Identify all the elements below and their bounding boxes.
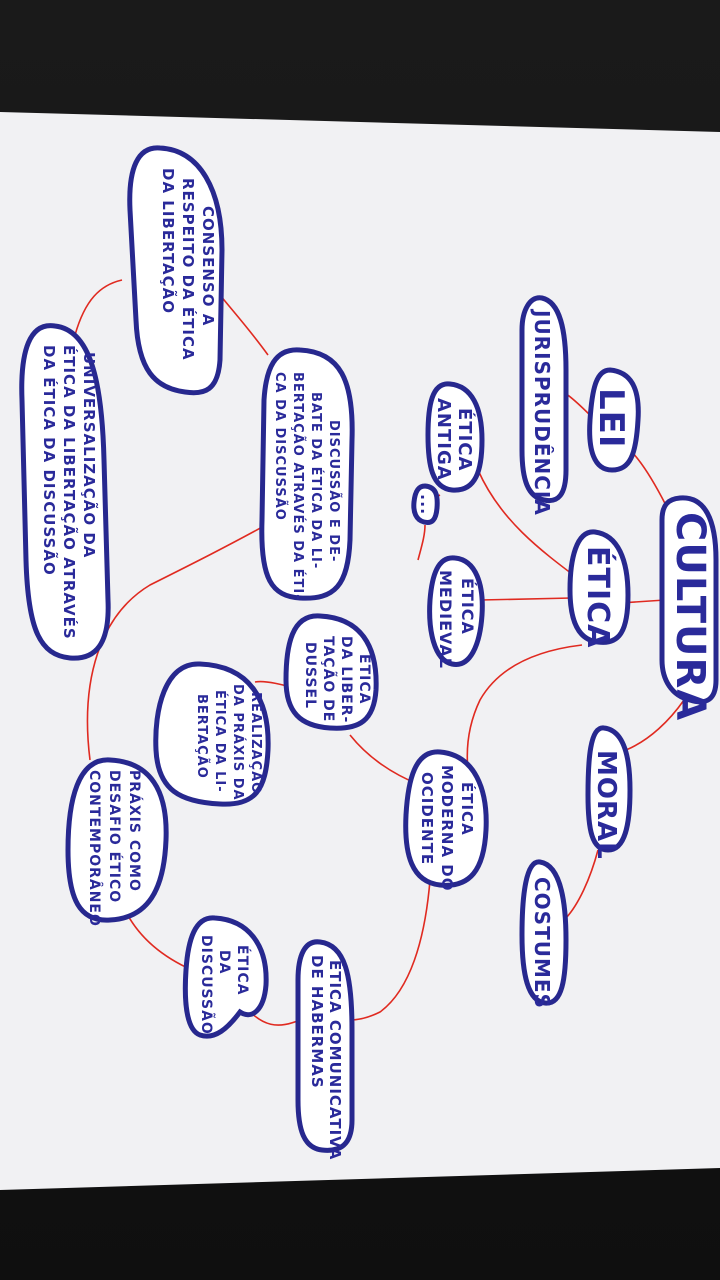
- connector-lines: [74, 279, 689, 1026]
- node-etica-libertacao-line3: TAÇÃO DE: [320, 636, 337, 722]
- node-realizacao-line1: REALIZAÇÃO: [248, 692, 264, 794]
- node-lei: LEI: [587, 367, 641, 473]
- node-etica-libertacao-line2: DA LIBER-: [338, 636, 354, 723]
- node-etica-libertacao: ÉTICA DA LIBER- TAÇÃO DE DUSSEL: [283, 613, 379, 731]
- node-realizacao: REALIZAÇÃO DA PRÁXIS DA ÉTICA DA LI- BER…: [153, 661, 271, 807]
- node-etica-moderna-line1: ÉTICA: [458, 782, 477, 836]
- node-jurisprudencia: JURISPRUDÊNCIA: [519, 295, 569, 516]
- node-etica-antiga: ÉTICA ANTIGA: [425, 381, 485, 493]
- node-etica-comunicativa-line2: DE HABERMAS: [308, 955, 326, 1089]
- node-universalizacao-line2: ÉTICA DA LIBERTAÇÃO ATRAVÉS: [60, 345, 79, 640]
- node-ellipsis-label: ...: [417, 494, 436, 515]
- node-etica-discussao-line3: DISCUSSÃO: [198, 935, 215, 1035]
- node-etica-comunicativa-line1: ÉTICA COMUNICATIVA: [326, 960, 345, 1160]
- node-praxis-line2: DESAFIO ÉTICO: [106, 770, 123, 903]
- node-etica-medieval: ÉTICA MEDIEVAL: [427, 555, 485, 669]
- node-praxis-line3: CONTEMPORÂNEO: [86, 770, 103, 927]
- node-etica-antiga-line2: ANTIGA: [433, 398, 454, 481]
- node-jurisprudencia-label: JURISPRUDÊNCIA: [530, 308, 554, 516]
- node-consenso: CONSENSO A RESPEITO DA ÉTICA DA LIBERTAÇ…: [127, 145, 225, 396]
- node-etica-moderna-line3: OCIDENTE: [418, 772, 436, 865]
- node-ellipsis: ...: [411, 483, 440, 525]
- node-etica-medieval-line2: MEDIEVAL: [436, 570, 455, 669]
- node-discussao-debate: DISCUSSÃO E DE- BATE DA ÉTICA DA LI- BER…: [259, 347, 355, 601]
- node-lei-label: LEI: [591, 388, 631, 449]
- node-consenso-line3: DA LIBERTAÇÃO: [159, 168, 178, 314]
- node-etica-libertacao-line4: DUSSEL: [302, 642, 318, 709]
- node-discussao-debate-line4: CA DA DISCUSSÃO: [272, 372, 288, 521]
- node-moral: MORAL: [585, 725, 633, 860]
- node-etica: ÉTICA: [567, 529, 631, 648]
- node-universalizacao: UNIVERSALIZAÇÃO DA ÉTICA DA LIBERTAÇÃO A…: [19, 323, 111, 661]
- node-realizacao-line2: DA PRÁXIS DA: [230, 684, 246, 801]
- node-praxis-line1: PRÁXIS COMO: [126, 770, 143, 892]
- node-etica-medieval-line1: ÉTICA: [458, 578, 477, 635]
- node-costumes-label: COSTUMES: [530, 877, 554, 1009]
- node-consenso-line1: CONSENSO A: [199, 206, 217, 326]
- node-etica-libertacao-line1: ÉTICA: [356, 654, 373, 704]
- node-etica-moderna: ÉTICA MODERNA DO OCIDENTE: [403, 749, 489, 892]
- node-realizacao-line4: BERTAÇÃO: [194, 694, 210, 779]
- node-etica-discussao: ÉTICA DA DISCUSSÃO: [182, 915, 269, 1039]
- node-etica-discussao-line2: DA: [216, 950, 232, 974]
- node-cultura: CULTURA: [659, 495, 719, 721]
- node-etica-comunicativa: ÉTICA COMUNICATIVA DE HABERMAS: [295, 939, 355, 1160]
- node-etica-moderna-line2: MODERNA DO: [438, 765, 456, 892]
- node-consenso-line2: RESPEITO DA ÉTICA: [179, 178, 198, 361]
- node-costumes: COSTUMES: [519, 859, 569, 1009]
- node-praxis: PRÁXIS COMO DESAFIO ÉTICO CONTEMPORÂNEO: [65, 757, 169, 927]
- node-universalizacao-line3: DA ÉTICA DA DISCUSSÃO: [40, 345, 59, 576]
- node-discussao-debate-line1: DISCUSSÃO E DE-: [326, 420, 342, 562]
- node-realizacao-line3: ÉTICA DA LI-: [212, 690, 228, 793]
- node-discussao-debate-line3: BERTAÇÃO ATRAVÉS DA ÉTI-: [290, 372, 306, 601]
- node-cultura-label: CULTURA: [667, 512, 713, 721]
- node-moral-label: MORAL: [591, 750, 621, 860]
- node-etica-label: ÉTICA: [580, 546, 616, 648]
- node-universalizacao-line1: UNIVERSALIZAÇÃO DA: [80, 352, 99, 558]
- node-etica-discussao-line1: ÉTICA: [234, 945, 251, 995]
- node-etica-antiga-line1: ÉTICA: [454, 408, 476, 471]
- node-discussao-debate-line2: BATE DA ÉTICA DA LI-: [308, 392, 324, 569]
